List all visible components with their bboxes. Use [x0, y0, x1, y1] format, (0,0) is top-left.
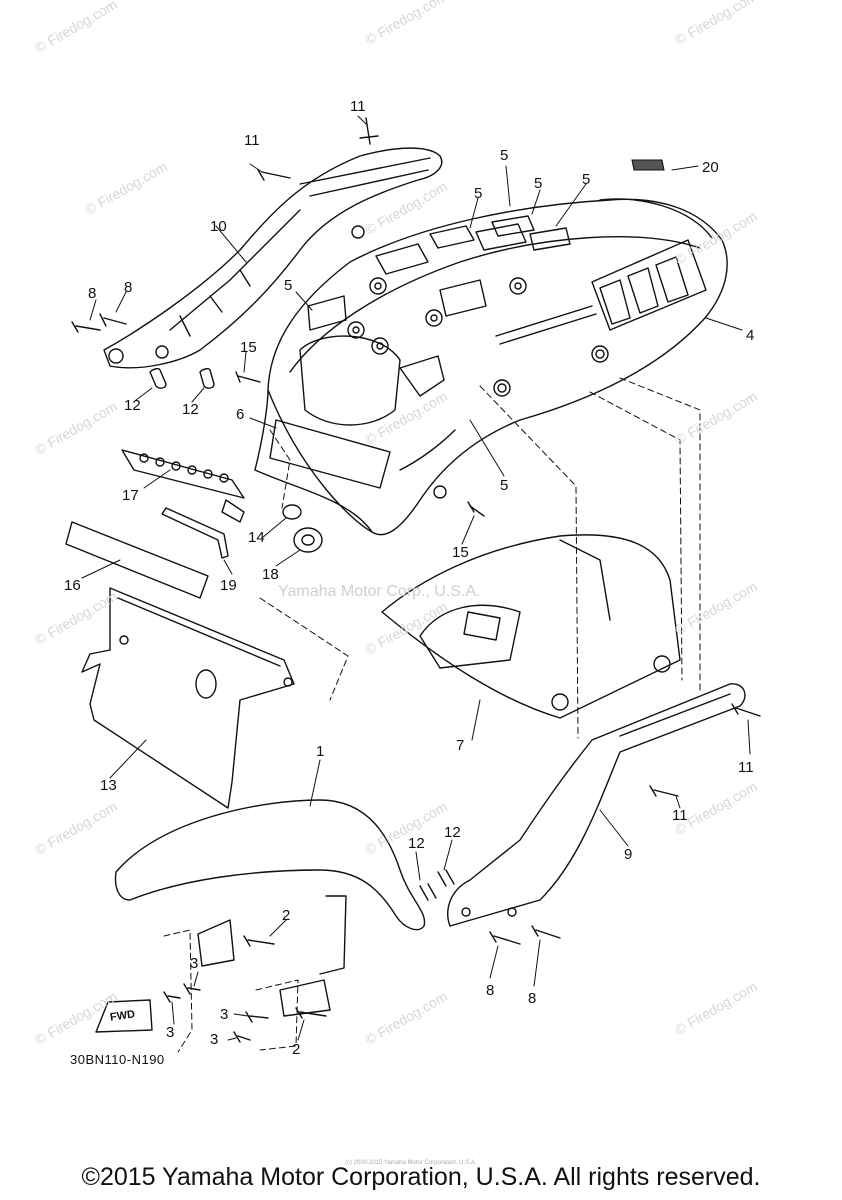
- rear-fender-part-4: [254, 198, 728, 536]
- callout-16: 16: [64, 577, 81, 594]
- callout-3: 3: [166, 1024, 175, 1041]
- callout-9: 9: [624, 846, 633, 863]
- grab-bar-part-10: [103, 147, 443, 369]
- bolt-11-top: [359, 117, 379, 145]
- center-watermark: Yamaha Motor Corp., U.S.A.: [278, 583, 481, 600]
- callout-5: 5: [474, 185, 483, 202]
- callout-12: 12: [408, 835, 425, 852]
- callout-12: 12: [182, 401, 199, 418]
- callout-3: 3: [210, 1031, 219, 1048]
- callout-11: 11: [350, 98, 366, 115]
- callout-17: 17: [122, 487, 139, 504]
- copyright-footer: ©2015 Yamaha Motor Corporation, U.S.A. A…: [81, 1163, 761, 1191]
- diagram-code: 30BN110-N190: [70, 1052, 165, 1067]
- small-copyright-note: (c) 2000-2015 Yamaha Motor Corporation, …: [345, 1160, 477, 1166]
- callout-1: 1: [316, 743, 325, 760]
- callout-5: 5: [284, 277, 293, 294]
- strip-part-16: [65, 521, 209, 599]
- callout-5: 5: [500, 147, 509, 164]
- callout-5: 5: [500, 477, 509, 494]
- bolt-8-a: [71, 321, 101, 333]
- callout-3: 3: [190, 955, 199, 972]
- callout-10: 10: [210, 218, 227, 235]
- callout-2: 2: [292, 1041, 301, 1058]
- grommet-part-14: [282, 504, 302, 520]
- callout-11: 11: [738, 759, 754, 776]
- screw-15-a: [235, 371, 261, 383]
- fwd-arrow-icon: [95, 999, 153, 1033]
- callout-13: 13: [100, 777, 117, 794]
- damper-part-18: [293, 527, 323, 553]
- callout-8: 8: [88, 285, 97, 302]
- screw-15-b: [467, 501, 485, 517]
- callout-18: 18: [262, 566, 279, 583]
- callout-8: 8: [486, 982, 495, 999]
- callout-20: 20: [702, 159, 719, 176]
- callout-12: 12: [444, 824, 461, 841]
- callout-12: 12: [124, 397, 141, 414]
- callout-11: 11: [244, 132, 260, 149]
- label-part-20: [631, 159, 665, 171]
- callout-8: 8: [124, 279, 133, 296]
- callout-11: 11: [672, 807, 688, 824]
- callout-15: 15: [240, 339, 257, 356]
- callout-2: 2: [282, 907, 291, 924]
- inner-fender-part-7: [381, 534, 681, 719]
- callout-7: 7: [456, 737, 465, 754]
- plate-part-6: [269, 419, 391, 489]
- callout-6: 6: [236, 406, 245, 423]
- bracket-part-19: [161, 507, 229, 559]
- callout-8: 8: [528, 990, 537, 1007]
- callout-19: 19: [220, 577, 237, 594]
- callout-4: 4: [746, 327, 755, 344]
- bolt-11-left: [257, 169, 291, 181]
- flap-part-13: [81, 587, 295, 809]
- callout-3: 3: [220, 1006, 229, 1023]
- callout-15: 15: [452, 544, 469, 561]
- front-fender-part-1: [114, 799, 426, 931]
- callout-5: 5: [582, 171, 591, 188]
- bolt-8-b: [99, 313, 127, 327]
- callout-5: 5: [534, 175, 543, 192]
- grab-bar-part-9: [447, 683, 746, 927]
- callout-14: 14: [248, 529, 265, 546]
